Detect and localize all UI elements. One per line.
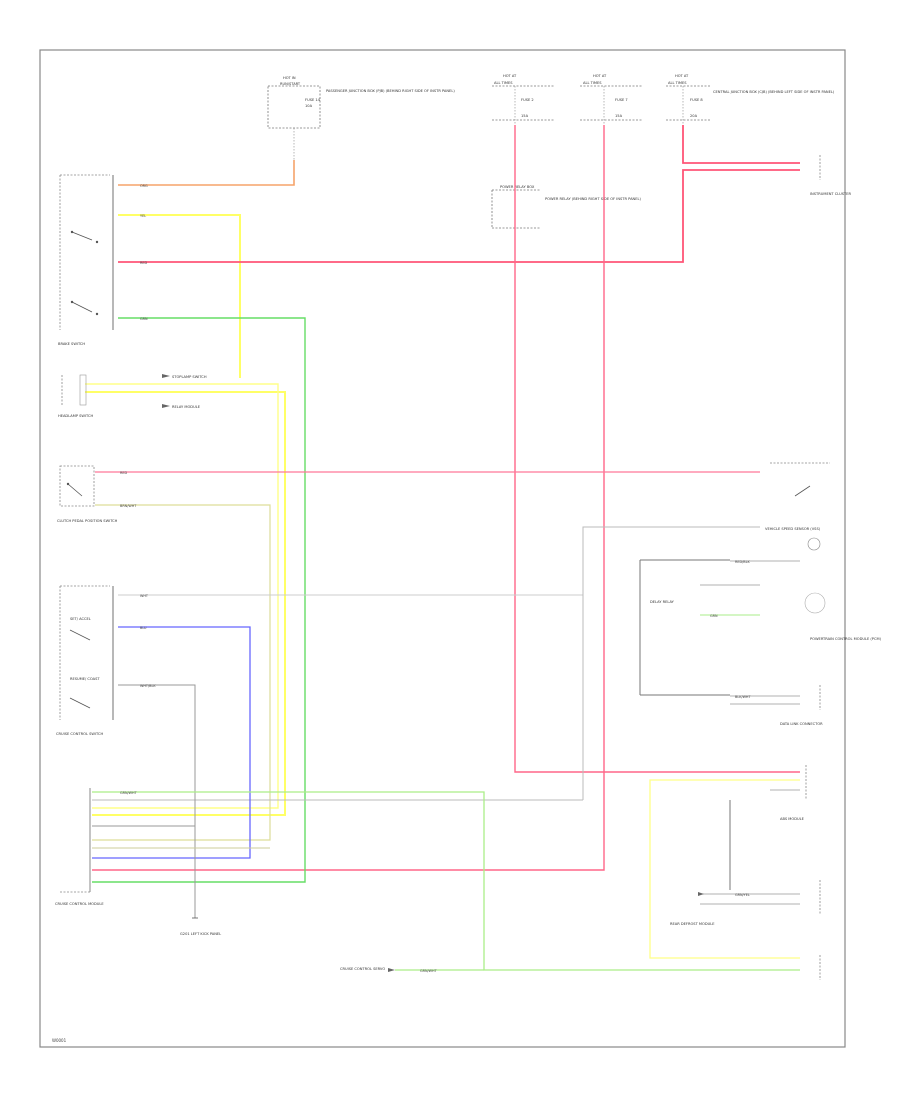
fuse-box-4-header: HOT AT [675,74,689,78]
brake-switch: BRAKE SWITCH [58,174,114,346]
relay-module-2-label: DELAY RELAY [650,600,675,604]
wire-red-vertical-2 [92,125,605,871]
wire-red-main [118,169,800,263]
fuse-box-4-header-2: ALL TIMES [668,81,687,85]
wire-label-org: ORG [140,184,148,188]
fuse-box-4-fuse: FUSE 8 [690,98,703,102]
wire-red-vertical-1 [514,125,800,773]
footer-code: W0001 [52,1038,67,1043]
right-connector-1: INSTRUMENT CLUSTER [810,155,851,196]
fuse-connector-lines [293,86,684,160]
fuse-box-2-amp: 15A [521,114,529,118]
wire-label-brn-wht: BRN/WHT [120,504,137,508]
wire-label-blk-wht: BLK/WHT [735,695,751,699]
fuse-box-2-header: HOT AT [503,74,517,78]
cruise-module-label: CRUISE CONTROL MODULE [55,902,104,906]
wire-label-blu: BLU [140,626,147,630]
wire-label-wht-blk: WHT/BLK [140,684,156,688]
fuse-box-3-header: HOT AT [593,74,607,78]
cruise-control-module: CRUISE CONTROL MODULE [55,788,104,906]
cruise-servo: CRUISE CONTROL SERVO [340,967,395,972]
wire-label-red-blk: RED/BLK [735,560,750,564]
wire-label-red: RED [140,261,147,265]
wire-white-2 [582,526,760,800]
wire-green-white [92,791,800,971]
clutch-switch-label: CLUTCH PEDAL POSITION SWITCH [57,519,118,523]
wire-label-grn-yel: GRN/YEL [735,893,750,897]
vehicle-speed-sensor: VEHICLE SPEED SENSOR (VSS) [765,527,821,551]
fuse-box-2-fuse: FUSE 2 [521,98,534,102]
wire-brown-white [92,504,271,841]
fuse-box-3: HOT AT ALL TIMES FUSE 7 15A [580,74,643,121]
wire-green [92,317,306,883]
wire-label-grn-wht: GRN/WHT [120,791,138,795]
fuse-box-1-header-2: RUN/START [280,82,301,86]
wire-label-grn: GRN [140,317,148,321]
fuse-box-1: HOT IN RUN/START FUSE 14 10A PASSENGER J… [267,76,455,129]
fuse-box-1-header: HOT IN [283,76,296,80]
cruise-control-switch-label: CRUISE CONTROL SWITCH [56,732,103,736]
fuse-box-1-note: PASSENGER JUNCTION BOX (PJB) (BEHIND RIG… [326,89,455,93]
fuse-box-3-amp: 15A [615,114,623,118]
diagram-border [39,49,846,1048]
vss-label: VEHICLE SPEED SENSOR (VSS) [765,527,821,531]
fuse-box-1-fuse: FUSE 14 [305,98,321,102]
fuse-box-1-amp: 10A [305,104,313,108]
headlamp-switch: HEADLAMP SWITCH STOPLAMP SWITCH RELAY MO… [58,374,207,418]
wire-orange [118,160,295,186]
wire-label-wht: WHT [140,594,149,598]
fuse-box-4-note: CENTRAL JUNCTION BOX (CJB) (BEHIND LEFT … [713,90,835,94]
stoplamp-switch-right [770,462,830,497]
wire-yellow-right [649,779,800,959]
ground-g201: G201 LEFT KICK PANEL [180,917,221,936]
ground-label: G201 LEFT KICK PANEL [180,932,221,936]
brake-lamp-label-1: STOPLAMP SWITCH [172,375,207,379]
rear-defrost: REAR DEFROST MODULE [670,880,821,926]
wire-label-red-2: RED [120,471,127,475]
clutch-switch: CLUTCH PEDAL POSITION SWITCH [57,465,118,523]
right-connector-2: DATA LINK CONNECTOR [780,685,823,726]
relay-module-label: RELAY MODULE [172,405,201,409]
pcm-label: POWERTRAIN CONTROL MODULE (PCM) [810,637,882,641]
cruise-control-switch: SET/ ACCEL RESUME/ COAST CRUISE CONTROL … [56,585,114,736]
data-link-label: DATA LINK CONNECTOR [780,722,823,726]
fuse-box-3-fuse: FUSE 7 [615,98,628,102]
wire-white-black [118,684,196,918]
fuse-box-2: HOT AT ALL TIMES FUSE 2 15A [492,74,555,121]
wire-label-grn-2: GRN [710,614,718,618]
abs-module: ABS MODULE [729,765,807,890]
wire-red-top [682,125,800,164]
wire-yellow-2 [85,391,286,816]
abs-label: ABS MODULE [780,817,805,821]
rear-defrost-label: REAR DEFROST MODULE [670,922,715,926]
servo-label: CRUISE CONTROL SERVO [340,967,385,971]
relay-box: POWER RELAY BOX POWER RELAY (BEHIND RIGH… [491,185,641,229]
fuse-box-4-amp: 20A [690,114,698,118]
wire-yellow-3 [85,383,279,809]
right-connector-1-label: INSTRUMENT CLUSTER [810,192,851,196]
fuse-box-2-header-2: ALL TIMES [494,81,513,85]
wire-yellow-1 [118,214,241,378]
relay-box-label: POWER RELAY BOX [500,185,535,189]
wire-blue [92,626,251,859]
wire-label-grn-wht-2: GRN/WHT [420,969,438,973]
fuse-box-3-header-2: ALL TIMES [583,81,602,85]
headlamp-switch-label: HEADLAMP SWITCH [58,414,94,418]
wire-label-yel: YEL [140,214,146,218]
instrument-cluster-box: DELAY RELAY POWERTRAIN CONTROL MODULE (P… [639,559,882,696]
brake-switch-label: BRAKE SWITCH [58,342,85,346]
resume-switch-label: RESUME/ COAST [70,677,100,681]
fuse-box-4: HOT AT ALL TIMES FUSE 8 20A CENTRAL JUNC… [666,74,835,121]
set-switch-label: SET/ ACCEL [70,617,91,621]
relay-box-note: POWER RELAY (BEHIND RIGHT SIDE OF INSTR … [545,197,641,201]
